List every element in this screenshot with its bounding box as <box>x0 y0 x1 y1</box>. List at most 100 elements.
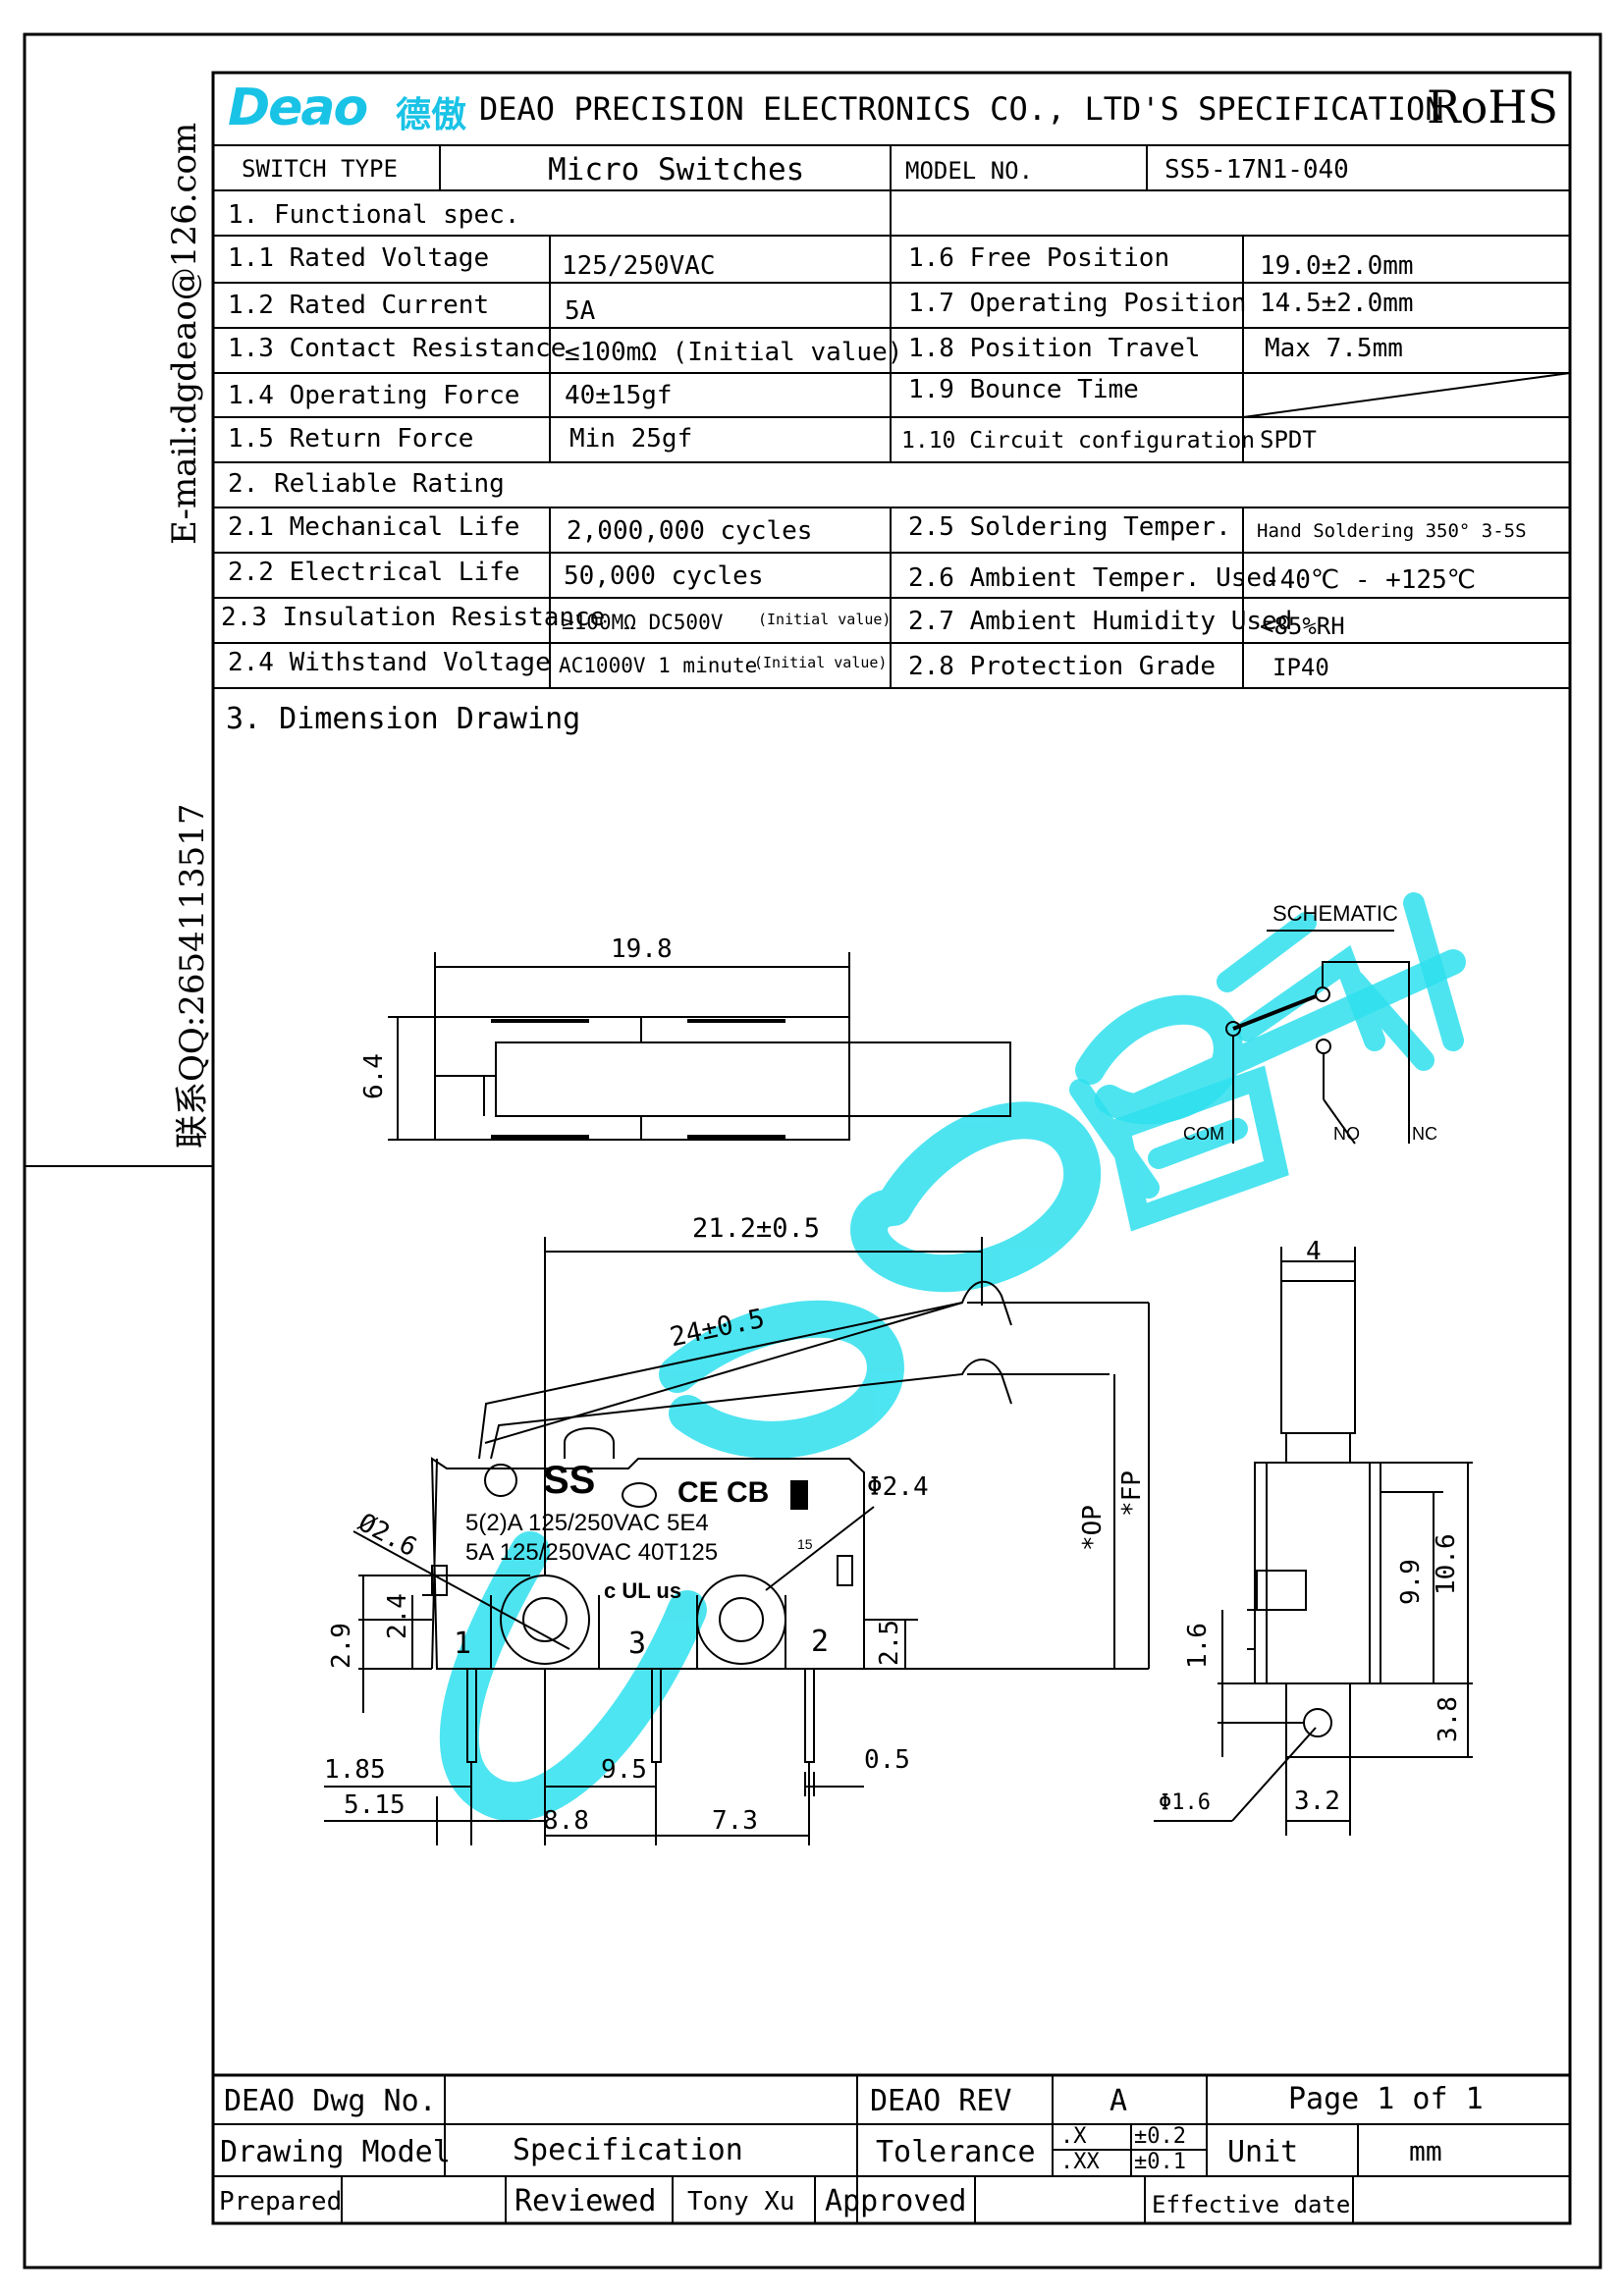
dim-op: *OP <box>1078 1505 1108 1551</box>
dim-top-height: 6.4 <box>359 1053 389 1099</box>
spec-label: 1.6 Free Position <box>908 243 1170 273</box>
reliable-heading: 2. Reliable Rating <box>228 469 505 499</box>
spec-value: 14.5±2.0mm <box>1260 289 1414 318</box>
rating-label: 2.6 Ambient Temper. Used <box>908 563 1277 593</box>
dim-515: 5.15 <box>344 1790 406 1820</box>
spec-label: 1.2 Rated Current <box>228 291 490 320</box>
spec-value: 125/250VAC <box>562 251 716 281</box>
dwg-no-label: DEAO Dwg No. <box>224 2084 437 2118</box>
enec-mark-icon <box>790 1480 808 1510</box>
tolerance-label: Tolerance <box>876 2135 1036 2169</box>
spec-value: 19.0±2.0mm <box>1260 251 1414 281</box>
rating-value: ≥100MΩ DC500V <box>562 611 724 634</box>
reviewed-value: Tony Xu <box>687 2187 795 2216</box>
dim-185: 1.85 <box>324 1755 386 1785</box>
dim-side-38: 3.8 <box>1434 1696 1463 1742</box>
rating-value: IP40 <box>1272 654 1329 681</box>
spec-label: 1.9 Bounce Time <box>908 375 1139 404</box>
tol-x-value: ±0.2 <box>1134 2124 1186 2149</box>
rating-label: 2.8 Protection Grade <box>908 652 1217 681</box>
mark-15: 15 <box>797 1536 813 1552</box>
rating-label: 2.7 Ambient Humidity Used <box>908 607 1293 636</box>
tol-x: .X <box>1060 2124 1087 2149</box>
pin-3-label: 3 <box>628 1627 647 1661</box>
rating-label: 2.4 Withstand Voltage <box>228 648 551 677</box>
drawing-model-value: Specification <box>513 2133 743 2167</box>
dim-88: 8.8 <box>543 1806 589 1836</box>
dim-side-4: 4 <box>1306 1237 1322 1266</box>
rev-value: A <box>1110 2084 1128 2118</box>
rohs-mark: RoHS <box>1427 80 1558 133</box>
drawing-heading: 3. Dimension Drawing <box>226 702 581 736</box>
rev-label: DEAO REV <box>870 2084 1012 2118</box>
drawing-model-label: Drawing Model <box>220 2135 451 2169</box>
schematic-no: NO <box>1333 1124 1360 1144</box>
side-qq: 联系QQ:2654113517 <box>173 803 212 1148</box>
rating-label: 2.5 Soldering Temper. <box>908 512 1231 542</box>
cqc-logo-icon <box>622 1482 657 1508</box>
company-title: DEAO PRECISION ELECTRONICS CO., LTD'S SP… <box>479 90 1444 128</box>
tol-xx-value: ±0.1 <box>1134 2150 1186 2174</box>
functional-heading: 1. Functional spec. <box>228 200 520 230</box>
ground-symbol-icon <box>484 1464 517 1497</box>
dim-top-width: 19.8 <box>611 934 673 964</box>
rating-value: -40℃ - +125℃ <box>1265 565 1476 595</box>
spec-label: 1.10 Circuit configuration <box>901 428 1256 454</box>
tol-xx: .XX <box>1060 2150 1100 2174</box>
spec-label: 1.4 Operating Force <box>228 381 520 410</box>
spec-value: Min 25gf <box>569 424 693 454</box>
rating-value: <85%RH <box>1260 613 1345 640</box>
spec-label: 1.8 Position Travel <box>908 334 1201 363</box>
mark-line-2: 5A 125/250VAC 40T125 <box>465 1539 719 1566</box>
dim-side-99: 9.9 <box>1396 1559 1426 1605</box>
schematic-com: COM <box>1183 1124 1224 1144</box>
approved-label: Approved <box>825 2184 967 2218</box>
dim-side-16: 1.6 <box>1183 1623 1213 1669</box>
deao-watermark <box>439 949 1466 1822</box>
model-value: SS5-17N1-040 <box>1164 155 1349 185</box>
mark-ss: SS <box>543 1459 596 1502</box>
pin-1-label: 1 <box>454 1627 472 1661</box>
dim-side-32: 3.2 <box>1294 1787 1340 1816</box>
spec-value: 5A <box>565 296 596 326</box>
dim-phi24: Φ2.4 <box>867 1472 929 1502</box>
dim-73: 7.3 <box>712 1806 758 1836</box>
dim-25: 2.5 <box>875 1620 904 1666</box>
mark-ce: CE <box>677 1476 719 1509</box>
deao-logo-cn: 德傲 <box>396 95 467 135</box>
rating-value-note: (Initial value) <box>754 654 888 671</box>
spec-value: ≤100mΩ (Initial value) <box>565 338 903 367</box>
reviewed-label: Reviewed <box>514 2184 657 2218</box>
rating-value: 50,000 cycles <box>564 561 764 591</box>
mark-line-1: 5(2)A 125/250VAC 5E4 <box>465 1510 709 1536</box>
dim-side-phi16: Φ1.6 <box>1159 1790 1211 1815</box>
pin-2-label: 2 <box>811 1625 830 1659</box>
spec-label: 1.7 Operating Position <box>908 289 1247 318</box>
dim-05: 0.5 <box>864 1745 910 1775</box>
dim-212: 21.2±0.5 <box>692 1213 821 1244</box>
dim-95: 9.5 <box>601 1755 647 1785</box>
unit-label: Unit <box>1227 2135 1299 2169</box>
model-label: MODEL NO. <box>905 157 1034 185</box>
dim-29: 2.9 <box>327 1623 356 1669</box>
mark-ul: c UL us <box>604 1578 682 1603</box>
unit-value: mm <box>1409 2135 1442 2167</box>
spec-label: 1.1 Rated Voltage <box>228 243 490 273</box>
rating-value-note: (Initial value) <box>758 611 892 628</box>
rating-value: Hand Soldering 350° 3-5S <box>1257 520 1527 542</box>
rating-label: 2.1 Mechanical Life <box>228 512 520 542</box>
rating-label: 2.3 Insulation Resistance <box>221 603 606 632</box>
spec-value: Max 7.5mm <box>1265 334 1403 363</box>
page-indicator: Page 1 of 1 <box>1288 2082 1484 2116</box>
schematic-nc: NC <box>1412 1124 1437 1144</box>
rating-label: 2.2 Electrical Life <box>228 558 520 587</box>
deao-logo: Deao <box>228 79 368 137</box>
schematic-title: SCHEMATIC <box>1272 901 1398 926</box>
switch-type-label: SWITCH TYPE <box>242 155 398 183</box>
spec-value: SPDT <box>1260 426 1317 454</box>
dim-fp: *FP <box>1117 1470 1147 1517</box>
side-email: E-mail:dgdeao@126.com <box>165 122 204 545</box>
spec-value: 40±15gf <box>565 381 673 410</box>
